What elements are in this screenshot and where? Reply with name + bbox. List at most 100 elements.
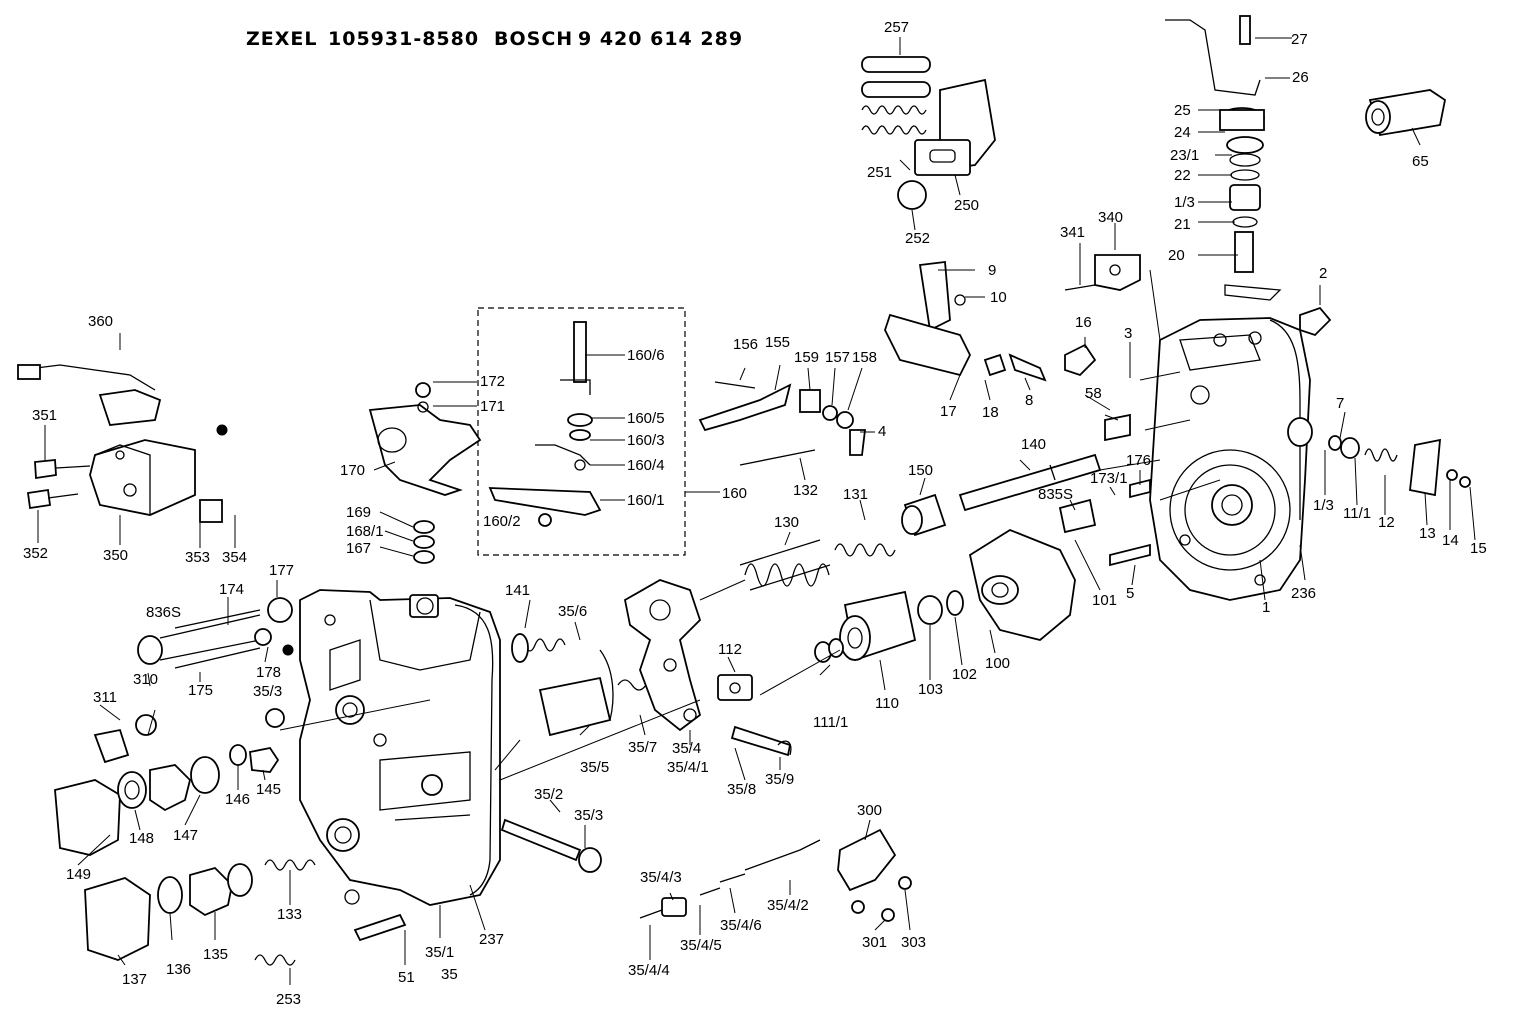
lever-35-4 <box>538 579 792 757</box>
label-156: 156 <box>733 336 759 353</box>
label-130: 130 <box>774 514 800 531</box>
governor-springs <box>511 493 947 663</box>
label-146: 146 <box>225 791 251 808</box>
pump-housing-right <box>1149 317 1311 601</box>
label-253: 253 <box>276 991 302 1008</box>
label-174: 174 <box>219 581 245 598</box>
label-35-4-2: 35/4/2 <box>767 897 809 914</box>
label-160-2: 160/2 <box>483 513 521 530</box>
label-25: 25 <box>1174 102 1191 119</box>
label-35-5: 35/5 <box>580 759 610 776</box>
label-351: 351 <box>32 407 58 424</box>
label-169: 169 <box>346 504 372 521</box>
label-8: 8 <box>1025 392 1034 409</box>
label-17: 17 <box>940 403 957 420</box>
label-5: 5 <box>1126 585 1135 602</box>
label-145: 145 <box>256 781 282 798</box>
label-13: 13 <box>1419 525 1436 542</box>
label-110: 110 <box>875 695 899 712</box>
label-311: 311 <box>93 689 117 706</box>
part-65-nut <box>1365 89 1447 137</box>
label-35-3-left: 35/3 <box>253 683 283 700</box>
linkage-35-4-parts <box>639 828 912 922</box>
assembly-160-parts <box>488 321 602 527</box>
label-65: 65 <box>1412 153 1429 170</box>
brand-bosch: BOSCH <box>494 28 574 50</box>
label-352: 352 <box>23 545 49 562</box>
label-252: 252 <box>905 230 931 247</box>
solenoid-block-350 <box>17 364 228 523</box>
label-160: 160 <box>722 485 748 502</box>
label-160-1: 160/1 <box>627 492 665 509</box>
label-35-6: 35/6 <box>558 603 588 620</box>
label-310: 310 <box>133 671 159 688</box>
label-175: 175 <box>188 682 214 699</box>
label-135: 135 <box>203 946 229 963</box>
label-35-4-3: 35/4/3 <box>640 869 682 886</box>
label-168-1: 168/1 <box>346 523 384 540</box>
label-14: 14 <box>1442 532 1459 549</box>
label-2: 2 <box>1319 265 1328 282</box>
label-353: 353 <box>185 549 211 566</box>
label-26: 26 <box>1292 69 1309 86</box>
bolts-174-175 <box>137 597 294 669</box>
label-35-9: 35/9 <box>765 771 795 788</box>
label-172: 172 <box>480 373 506 390</box>
studs-133-253 <box>254 859 407 966</box>
label-103: 103 <box>918 681 944 698</box>
label-1: 1 <box>1262 599 1271 616</box>
label-35-4-1: 35/4/1 <box>667 759 709 776</box>
label-35-4-6: 35/4/6 <box>720 917 762 934</box>
label-160-5: 160/5 <box>627 410 665 427</box>
label-132: 132 <box>793 482 819 499</box>
shaft-140 <box>958 453 1102 512</box>
lever-9-17 <box>884 260 972 377</box>
label-178: 178 <box>256 664 282 681</box>
right-side-parts <box>983 306 1471 567</box>
label-101: 101 <box>1092 592 1118 609</box>
flyweight-100 <box>968 528 1076 641</box>
label-237: 237 <box>479 931 505 948</box>
label-7: 7 <box>1336 395 1345 412</box>
label-301: 301 <box>862 934 888 951</box>
label-157: 157 <box>825 349 851 366</box>
label-354: 354 <box>222 549 248 566</box>
delivery-valve-stack <box>1165 15 1282 301</box>
label-835s: 835S <box>1038 486 1074 503</box>
label-836s: 836S <box>146 604 182 621</box>
label-22: 22 <box>1174 167 1191 184</box>
label-360: 360 <box>88 313 114 330</box>
springs-257-251 <box>861 56 996 210</box>
label-23-1: 23/1 <box>1170 147 1200 164</box>
label-11-1: 11/1 <box>1343 505 1372 522</box>
label-51: 51 <box>398 969 415 986</box>
label-149: 149 <box>66 866 92 883</box>
part-340-bracket <box>1064 254 1141 291</box>
bracket-170 <box>368 382 482 496</box>
label-236: 236 <box>1291 585 1317 602</box>
label-159: 159 <box>794 349 820 366</box>
label-21: 21 <box>1174 216 1191 233</box>
label-102: 102 <box>952 666 978 683</box>
label-340: 340 <box>1098 209 1124 226</box>
label-4: 4 <box>878 423 887 440</box>
label-112: 112 <box>718 641 742 658</box>
label-9: 9 <box>988 262 997 279</box>
label-27: 27 <box>1291 31 1308 48</box>
label-303: 303 <box>901 934 927 951</box>
label-35-4-5: 35/4/5 <box>680 937 722 954</box>
rod-35-2 <box>500 818 602 873</box>
label-15: 15 <box>1470 540 1487 557</box>
label-10: 10 <box>990 289 1007 306</box>
zexel-part-number: 105931-8580 <box>328 28 480 50</box>
assembly-guidelines <box>279 269 1221 781</box>
label-18: 18 <box>982 404 999 421</box>
label-170: 170 <box>340 462 366 479</box>
label-176: 176 <box>1126 452 1152 469</box>
label-100: 100 <box>985 655 1011 672</box>
label-341: 341 <box>1060 224 1086 241</box>
label-131: 131 <box>843 486 869 503</box>
bosch-part-number: 9 420 614 289 <box>578 28 744 50</box>
label-177: 177 <box>269 562 295 579</box>
